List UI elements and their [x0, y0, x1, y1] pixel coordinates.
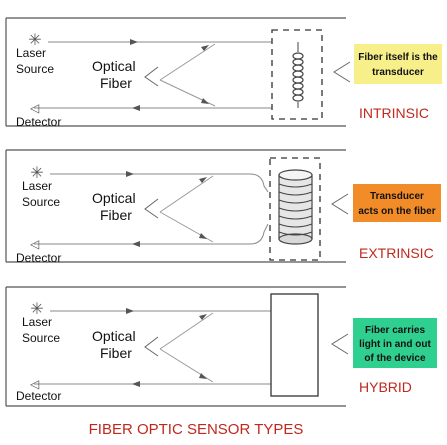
- detector-arrow-icon: ◁: [30, 101, 40, 115]
- note-pointer-lines: [331, 193, 349, 215]
- detector-arrow-icon: ◁: [30, 237, 40, 251]
- optical-fiber-label-line2: Fiber: [100, 207, 132, 223]
- input-fiber-bend: [249, 173, 269, 193]
- fiber-pointer-lines: [144, 198, 159, 219]
- device-box: [270, 293, 319, 397]
- ray-arrow: [199, 373, 207, 379]
- note-text-line1: Transducer: [370, 191, 424, 202]
- light-ray: [159, 175, 214, 213]
- laser-source-label-line1: Laser: [16, 46, 46, 60]
- output-arrow: [132, 105, 140, 111]
- note-box: [354, 44, 442, 84]
- note-box: [353, 318, 437, 368]
- laser-source-label-line1: Laser: [22, 179, 52, 193]
- note-text-line2: light in and out: [359, 339, 431, 350]
- laser-source-label-line2: Source: [22, 195, 60, 209]
- ray-arrow: [199, 177, 207, 183]
- output-fiber-bend: [249, 223, 269, 245]
- type-label-extrinsic: EXTRINSIC: [359, 245, 434, 261]
- note-text-line3: of the device: [364, 353, 426, 364]
- panel-hybrid: ✳ Laser Source ◁ Optical Fiber Fiber car…: [5, 286, 437, 407]
- fiber-coil-icon: [292, 42, 304, 108]
- optical-fiber-label-line1: Optical: [92, 328, 136, 344]
- note-text-line2: transducer: [372, 67, 424, 78]
- optical-fiber-label-line1: Optical: [92, 58, 136, 74]
- detector-label: Detector: [16, 251, 61, 265]
- note-text-line2: acts on the fiber: [358, 206, 435, 217]
- ray-arrow: [199, 314, 207, 320]
- fiber-pointer-lines: [144, 66, 159, 87]
- ray-arrow: [201, 98, 209, 104]
- note-box: [353, 184, 441, 222]
- output-arrow: [132, 241, 140, 247]
- input-arrow: [126, 308, 134, 314]
- fiber-pointer-lines: [144, 336, 159, 357]
- panel-extrinsic: ✳ Laser Source ◁ Optical Fiber: [5, 149, 441, 265]
- light-ray: [159, 312, 214, 350]
- note-text-line1: Fiber itself is the: [358, 52, 438, 63]
- laser-source-label-line2: Source: [22, 331, 60, 345]
- optical-fiber-label-line2: Fiber: [100, 75, 132, 91]
- input-arrow: [130, 39, 138, 45]
- panel-intrinsic: ✳ Laser Source ◁ Optical Fiber: [5, 17, 442, 129]
- laser-source-label-line1: Laser: [22, 315, 52, 329]
- note-pointer-lines: [333, 61, 351, 83]
- transducer-cylinder-icon: [278, 169, 313, 245]
- input-arrow: [126, 171, 134, 177]
- detector-arrow-icon: ◁: [30, 377, 40, 391]
- optical-fiber-label-line1: Optical: [92, 190, 136, 206]
- light-ray: [159, 348, 214, 383]
- optical-fiber-label-line2: Fiber: [100, 345, 132, 361]
- laser-source-label-line2: Source: [16, 62, 54, 76]
- laser-star-icon: ✳: [30, 301, 43, 318]
- note-text-line1: Fiber carries: [365, 325, 425, 336]
- diagram-caption: FIBER OPTIC SENSOR TYPES: [89, 421, 304, 438]
- note-pointer-lines: [331, 333, 349, 355]
- ray-arrow: [199, 233, 207, 239]
- light-ray: [159, 43, 216, 81]
- detector-label: Detector: [16, 115, 61, 129]
- detector-label: Detector: [16, 389, 61, 403]
- type-label-intrinsic: INTRINSIC: [359, 105, 429, 121]
- type-label-hybrid: HYBRID: [359, 379, 412, 395]
- laser-star-icon: ✳: [30, 165, 43, 182]
- laser-star-icon: ✳: [28, 32, 41, 49]
- output-arrow: [132, 381, 140, 387]
- transducer-dashed-box: [269, 157, 321, 261]
- ray-arrow: [201, 45, 209, 51]
- transducer-dashed-box: [271, 29, 323, 120]
